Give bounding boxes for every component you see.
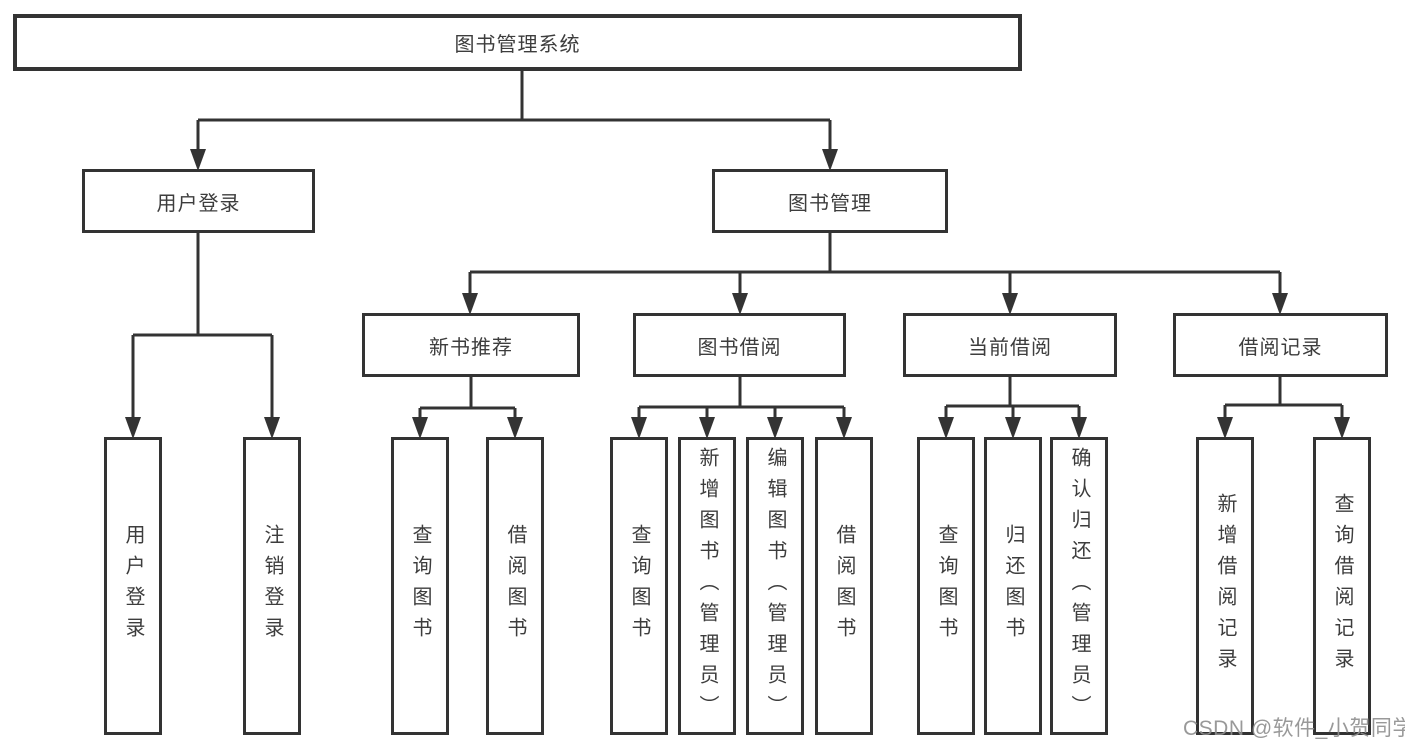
node-label: 图书管理系统 [454, 34, 581, 56]
leaf-label: 借阅图书 [833, 524, 855, 648]
connector-borrow-records [1223, 377, 1344, 419]
leaf-label: 编辑图书（管理员） [764, 446, 786, 726]
leaf-label: 确认归还（管理员） [1068, 446, 1090, 726]
node-label: 借阅记录 [1238, 336, 1323, 359]
leaf-label: 查询借阅记录 [1331, 493, 1353, 679]
leaf-label: 用户登录 [122, 524, 144, 648]
leaf-borrow-books-borrowing: 借阅图书 [815, 437, 873, 735]
node-label: 当前借阅 [968, 336, 1052, 359]
leaf-query-books-current: 查询图书 [917, 437, 975, 735]
connector-book-borrow [637, 377, 846, 419]
leaf-label: 新增借阅记录 [1214, 493, 1236, 679]
leaf-borrow-books-recommend: 借阅图书 [486, 437, 544, 735]
leaf-label: 查询图书 [628, 524, 650, 648]
leaf-user-login: 用户登录 [104, 437, 162, 735]
node-new-book-recommend: 新书推荐 [362, 313, 580, 377]
leaf-edit-book-admin: 编辑图书（管理员） [746, 437, 804, 735]
leaf-add-book-admin: 新增图书（管理员） [678, 437, 736, 735]
leaf-label: 查询图书 [409, 524, 431, 648]
node-label: 图书管理 [788, 192, 872, 215]
leaf-return-book: 归还图书 [984, 437, 1042, 735]
leaf-add-borrow-record: 新增借阅记录 [1196, 437, 1254, 735]
connector-current-borrow [944, 377, 1081, 419]
leaf-label: 查询图书 [935, 524, 957, 648]
node-library-management-system: 图书管理系统 [13, 14, 1022, 71]
node-label: 新书推荐 [429, 336, 513, 359]
connector-new-book [418, 377, 517, 419]
node-borrowing-records: 借阅记录 [1173, 313, 1388, 377]
connector-user-login [131, 233, 274, 419]
node-label: 图书借阅 [697, 336, 782, 359]
node-current-borrowing: 当前借阅 [903, 313, 1117, 377]
connector-root-to-branches [196, 68, 832, 152]
node-user-login: 用户登录 [82, 169, 315, 233]
arrowheads [125, 149, 1350, 439]
node-book-borrowing: 图书借阅 [633, 313, 846, 377]
leaf-confirm-return-admin: 确认归还（管理员） [1050, 437, 1108, 735]
connector-book-management [468, 233, 1282, 295]
leaf-label: 注销登录 [261, 524, 283, 648]
csdn-watermark: CSDN @软件_小贺同学 [1183, 717, 1405, 740]
node-label: 用户登录 [156, 192, 241, 215]
node-book-management: 图书管理 [712, 169, 948, 233]
leaf-query-borrow-record: 查询借阅记录 [1313, 437, 1371, 735]
leaf-query-books-recommend: 查询图书 [391, 437, 449, 735]
leaf-query-books-borrowing: 查询图书 [610, 437, 668, 735]
leaf-label: 新增图书（管理员） [696, 446, 718, 726]
leaf-logout: 注销登录 [243, 437, 301, 735]
leaf-label: 归还图书 [1002, 524, 1024, 648]
leaf-label: 借阅图书 [504, 524, 526, 648]
